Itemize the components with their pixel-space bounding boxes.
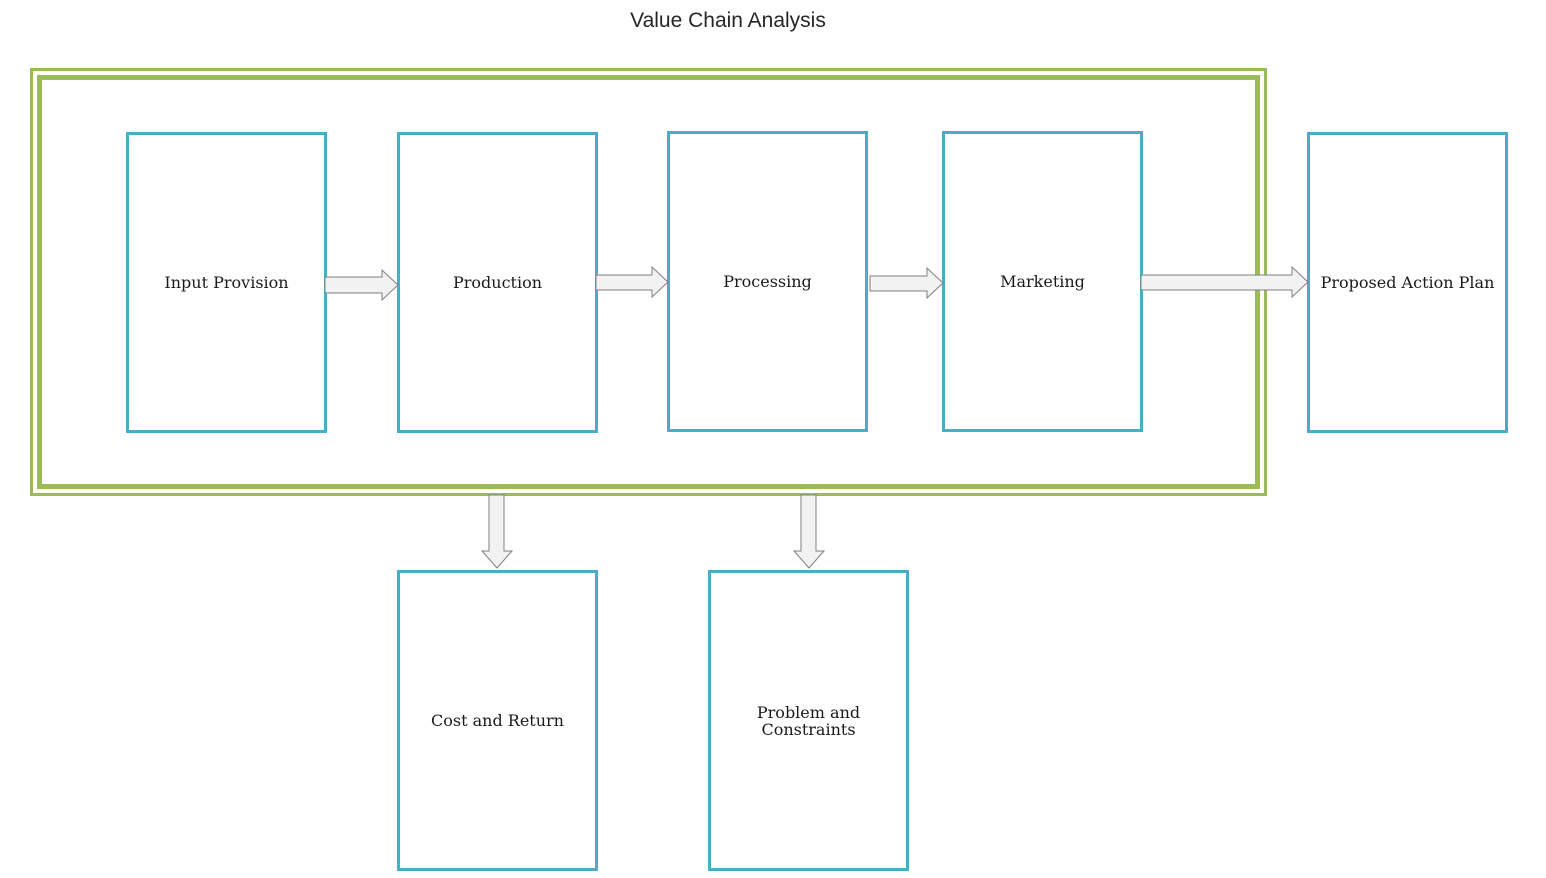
arrow-marketing-to-action-plan — [1140, 265, 1309, 299]
proposed-action-plan-label: Proposed Action Plan — [1320, 273, 1495, 292]
problem-and-constraints-label: Problem and Constraints — [756, 702, 861, 739]
processing-label: Processing — [723, 272, 812, 291]
input-provision-box: Input Provision — [126, 132, 327, 433]
diagram-title: Value Chain Analysis — [630, 9, 826, 32]
marketing-label: Marketing — [1000, 272, 1085, 291]
arrow-input-to-production — [324, 268, 399, 302]
cost-and-return-label: Cost and Return — [431, 711, 564, 730]
processing-box: Processing — [667, 131, 868, 432]
arrow-processing-to-marketing — [869, 266, 944, 300]
production-label: Production — [452, 273, 543, 292]
marketing-box: Marketing — [942, 131, 1143, 432]
input-provision-label: Input Provision — [164, 273, 289, 292]
proposed-action-plan-box: Proposed Action Plan — [1307, 132, 1508, 433]
problem-and-constraints-box: Problem and Constraints — [708, 570, 909, 871]
arrow-production-to-processing — [595, 265, 669, 299]
arrow-chain-to-problem-and-constraints — [792, 494, 826, 569]
arrow-chain-to-cost-and-return — [480, 494, 514, 569]
cost-and-return-box: Cost and Return — [397, 570, 598, 871]
